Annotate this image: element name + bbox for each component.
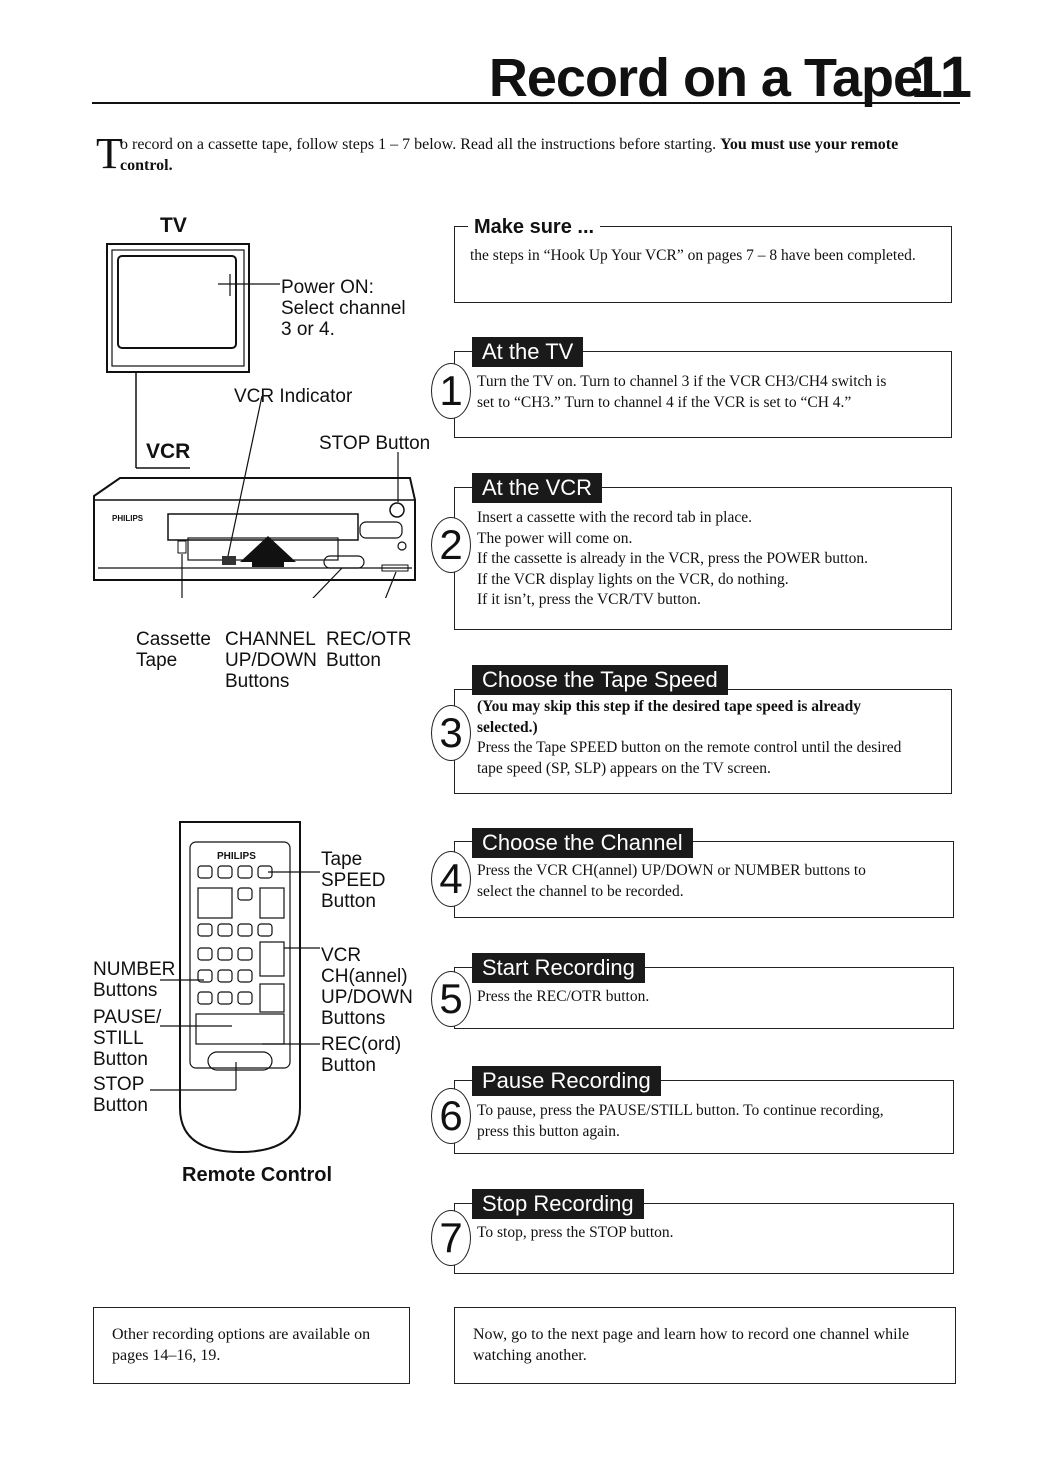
number-buttons-line: NUMBER <box>93 959 176 980</box>
pause-still-line: PAUSE/ <box>93 1007 162 1028</box>
tv-power-note-line: Power ON: <box>281 277 374 298</box>
pause-still-line: STILL <box>93 1028 144 1049</box>
tape-speed-line: Button <box>321 891 376 912</box>
step-4-line: select the channel to be recorded. <box>477 882 684 900</box>
step-5-heading: Start Recording <box>472 953 645 983</box>
tv-heading: TV <box>160 214 187 237</box>
step-5-text: Press the REC/OTR button. <box>477 987 947 1008</box>
rec-otr-line: Button <box>326 650 381 671</box>
step-5-line: Press the REC/OTR button. <box>477 988 650 1005</box>
intro-text: o record on a cassette tape, follow step… <box>120 136 717 153</box>
step-3-bold-line: selected.) <box>477 718 538 736</box>
cassette-tape-line: Cassette <box>136 629 211 650</box>
step-3-line: Press the Tape SPEED button on the remot… <box>477 739 902 756</box>
step-2-line: The power will come on. <box>477 529 633 547</box>
step-6-line: To pause, press the PAUSE/STILL button. … <box>477 1102 884 1119</box>
step-3-number: 3 <box>431 705 471 761</box>
step-3-text: (You may skip this step if the desired t… <box>477 697 947 779</box>
step-6-heading: Pause Recording <box>472 1066 661 1096</box>
step-2-number: 2 <box>431 517 471 573</box>
step-1-text: Turn the TV on. Turn to channel 3 if the… <box>477 372 947 413</box>
tape-speed-line: SPEED <box>321 870 386 891</box>
step-2-text: Insert a cassette with the record tab in… <box>477 508 947 611</box>
step-3-line: tape speed (SP, SLP) appears on the TV s… <box>477 759 771 777</box>
channel-buttons-label: CHANNEL UP/DOWN Buttons <box>225 629 317 692</box>
vcr-indicator-label: VCR Indicator <box>234 386 353 407</box>
vcr-channel-line: Buttons <box>321 1008 386 1029</box>
page-number: 11 <box>910 45 972 110</box>
tape-speed-label: Tape SPEED Button <box>321 849 385 912</box>
step-6-box <box>454 1080 954 1154</box>
step-1-line: Turn the TV on. Turn to channel 3 if the… <box>477 373 887 390</box>
title-rule <box>92 102 960 104</box>
step-2-line: If the cassette is already in the VCR, p… <box>477 550 869 567</box>
step-2-line: Insert a cassette with the record tab in… <box>477 509 753 526</box>
step-6-number: 6 <box>431 1088 471 1144</box>
vcr-channel-line: CH(annel) <box>321 966 408 987</box>
step-2-heading: At the VCR <box>472 473 603 503</box>
pause-still-line: Button <box>93 1049 148 1070</box>
vcr-brand: PHILIPS <box>112 514 144 523</box>
step-2-line: If the VCR display lights on the VCR, do… <box>477 570 789 588</box>
tv-power-note-line: 3 or 4. <box>281 319 335 340</box>
step-2-box <box>454 487 952 630</box>
pause-still-label: PAUSE/ STILL Button <box>93 1007 161 1070</box>
make-sure-text: the steps in “Hook Up Your VCR” on pages… <box>470 247 916 264</box>
channel-buttons-line: UP/DOWN <box>225 650 317 671</box>
intro-paragraph: o record on a cassette tape, follow step… <box>120 134 920 176</box>
intro-dropcap: T <box>96 129 123 178</box>
tape-speed-line: Tape <box>321 849 363 870</box>
record-line: REC(ord) <box>321 1034 402 1055</box>
number-buttons-label: NUMBER Buttons <box>93 959 175 1001</box>
remote-brand: PHILIPS <box>217 851 256 862</box>
step-6-text: To pause, press the PAUSE/STILL button. … <box>477 1101 947 1142</box>
vcr-heading: VCR <box>146 440 191 463</box>
step-1-heading: At the TV <box>472 337 584 367</box>
rec-otr-line: REC/OTR <box>326 629 412 650</box>
note-other-options: Other recording options are available on… <box>93 1307 410 1384</box>
cassette-tape-label: Cassette Tape <box>136 629 211 671</box>
channel-buttons-line: CHANNEL <box>225 629 316 650</box>
step-4-text: Press the VCR CH(annel) UP/DOWN or NUMBE… <box>477 861 947 902</box>
record-line: Button <box>321 1055 376 1076</box>
vcr-channel-line: UP/DOWN <box>321 987 413 1008</box>
make-sure-box <box>454 226 952 303</box>
vcr-channel-line: VCR <box>321 945 362 966</box>
note-next-page: Now, go to the next page and learn how t… <box>454 1307 956 1384</box>
step-7-heading: Stop Recording <box>472 1189 644 1219</box>
vcr-channel-label: VCR CH(annel) UP/DOWN Buttons <box>321 945 413 1029</box>
tv-power-note: Power ON: Select channel 3 or 4. <box>281 277 406 340</box>
step-3-bold-line: (You may skip this step if the desired t… <box>477 698 861 715</box>
make-sure-heading: Make sure ... <box>468 216 601 239</box>
step-6-line: press this button again. <box>477 1122 620 1140</box>
stop-button-label: STOP Button <box>319 433 431 454</box>
stop-remote-line: STOP <box>93 1074 145 1095</box>
step-4-heading: Choose the Channel <box>472 828 693 858</box>
step-2-line: If it isn’t, press the VCR/TV button. <box>477 591 701 608</box>
step-1-line: set to “CH3.” Turn to channel 4 if the V… <box>477 393 852 411</box>
stop-remote-label: STOP Button <box>93 1074 148 1116</box>
record-label: REC(ord) Button <box>321 1034 401 1076</box>
tv-vcr-illustration <box>93 243 416 598</box>
step-5-number: 5 <box>431 971 471 1027</box>
intro-emphasis: You must use your remote control. <box>120 136 899 174</box>
channel-buttons-line: Buttons <box>225 671 290 692</box>
step-7-text: To stop, press the STOP button. <box>477 1223 947 1244</box>
step-3-heading: Choose the Tape Speed <box>472 665 728 695</box>
tv-power-note-line: Select channel <box>281 298 406 319</box>
number-buttons-line: Buttons <box>93 980 158 1001</box>
remote-caption: Remote Control <box>182 1164 332 1186</box>
page-title: Record on a Tape <box>488 48 923 108</box>
remote-illustration <box>150 821 320 1154</box>
rec-otr-label: REC/OTR Button <box>326 629 412 671</box>
step-7-line: To stop, press the STOP button. <box>477 1224 674 1241</box>
cassette-tape-line: Tape <box>136 650 178 671</box>
step-4-line: Press the VCR CH(annel) UP/DOWN or NUMBE… <box>477 862 866 879</box>
step-7-number: 7 <box>431 1210 471 1266</box>
step-1-number: 1 <box>431 363 471 419</box>
stop-remote-line: Button <box>93 1095 148 1116</box>
step-4-number: 4 <box>431 851 471 907</box>
